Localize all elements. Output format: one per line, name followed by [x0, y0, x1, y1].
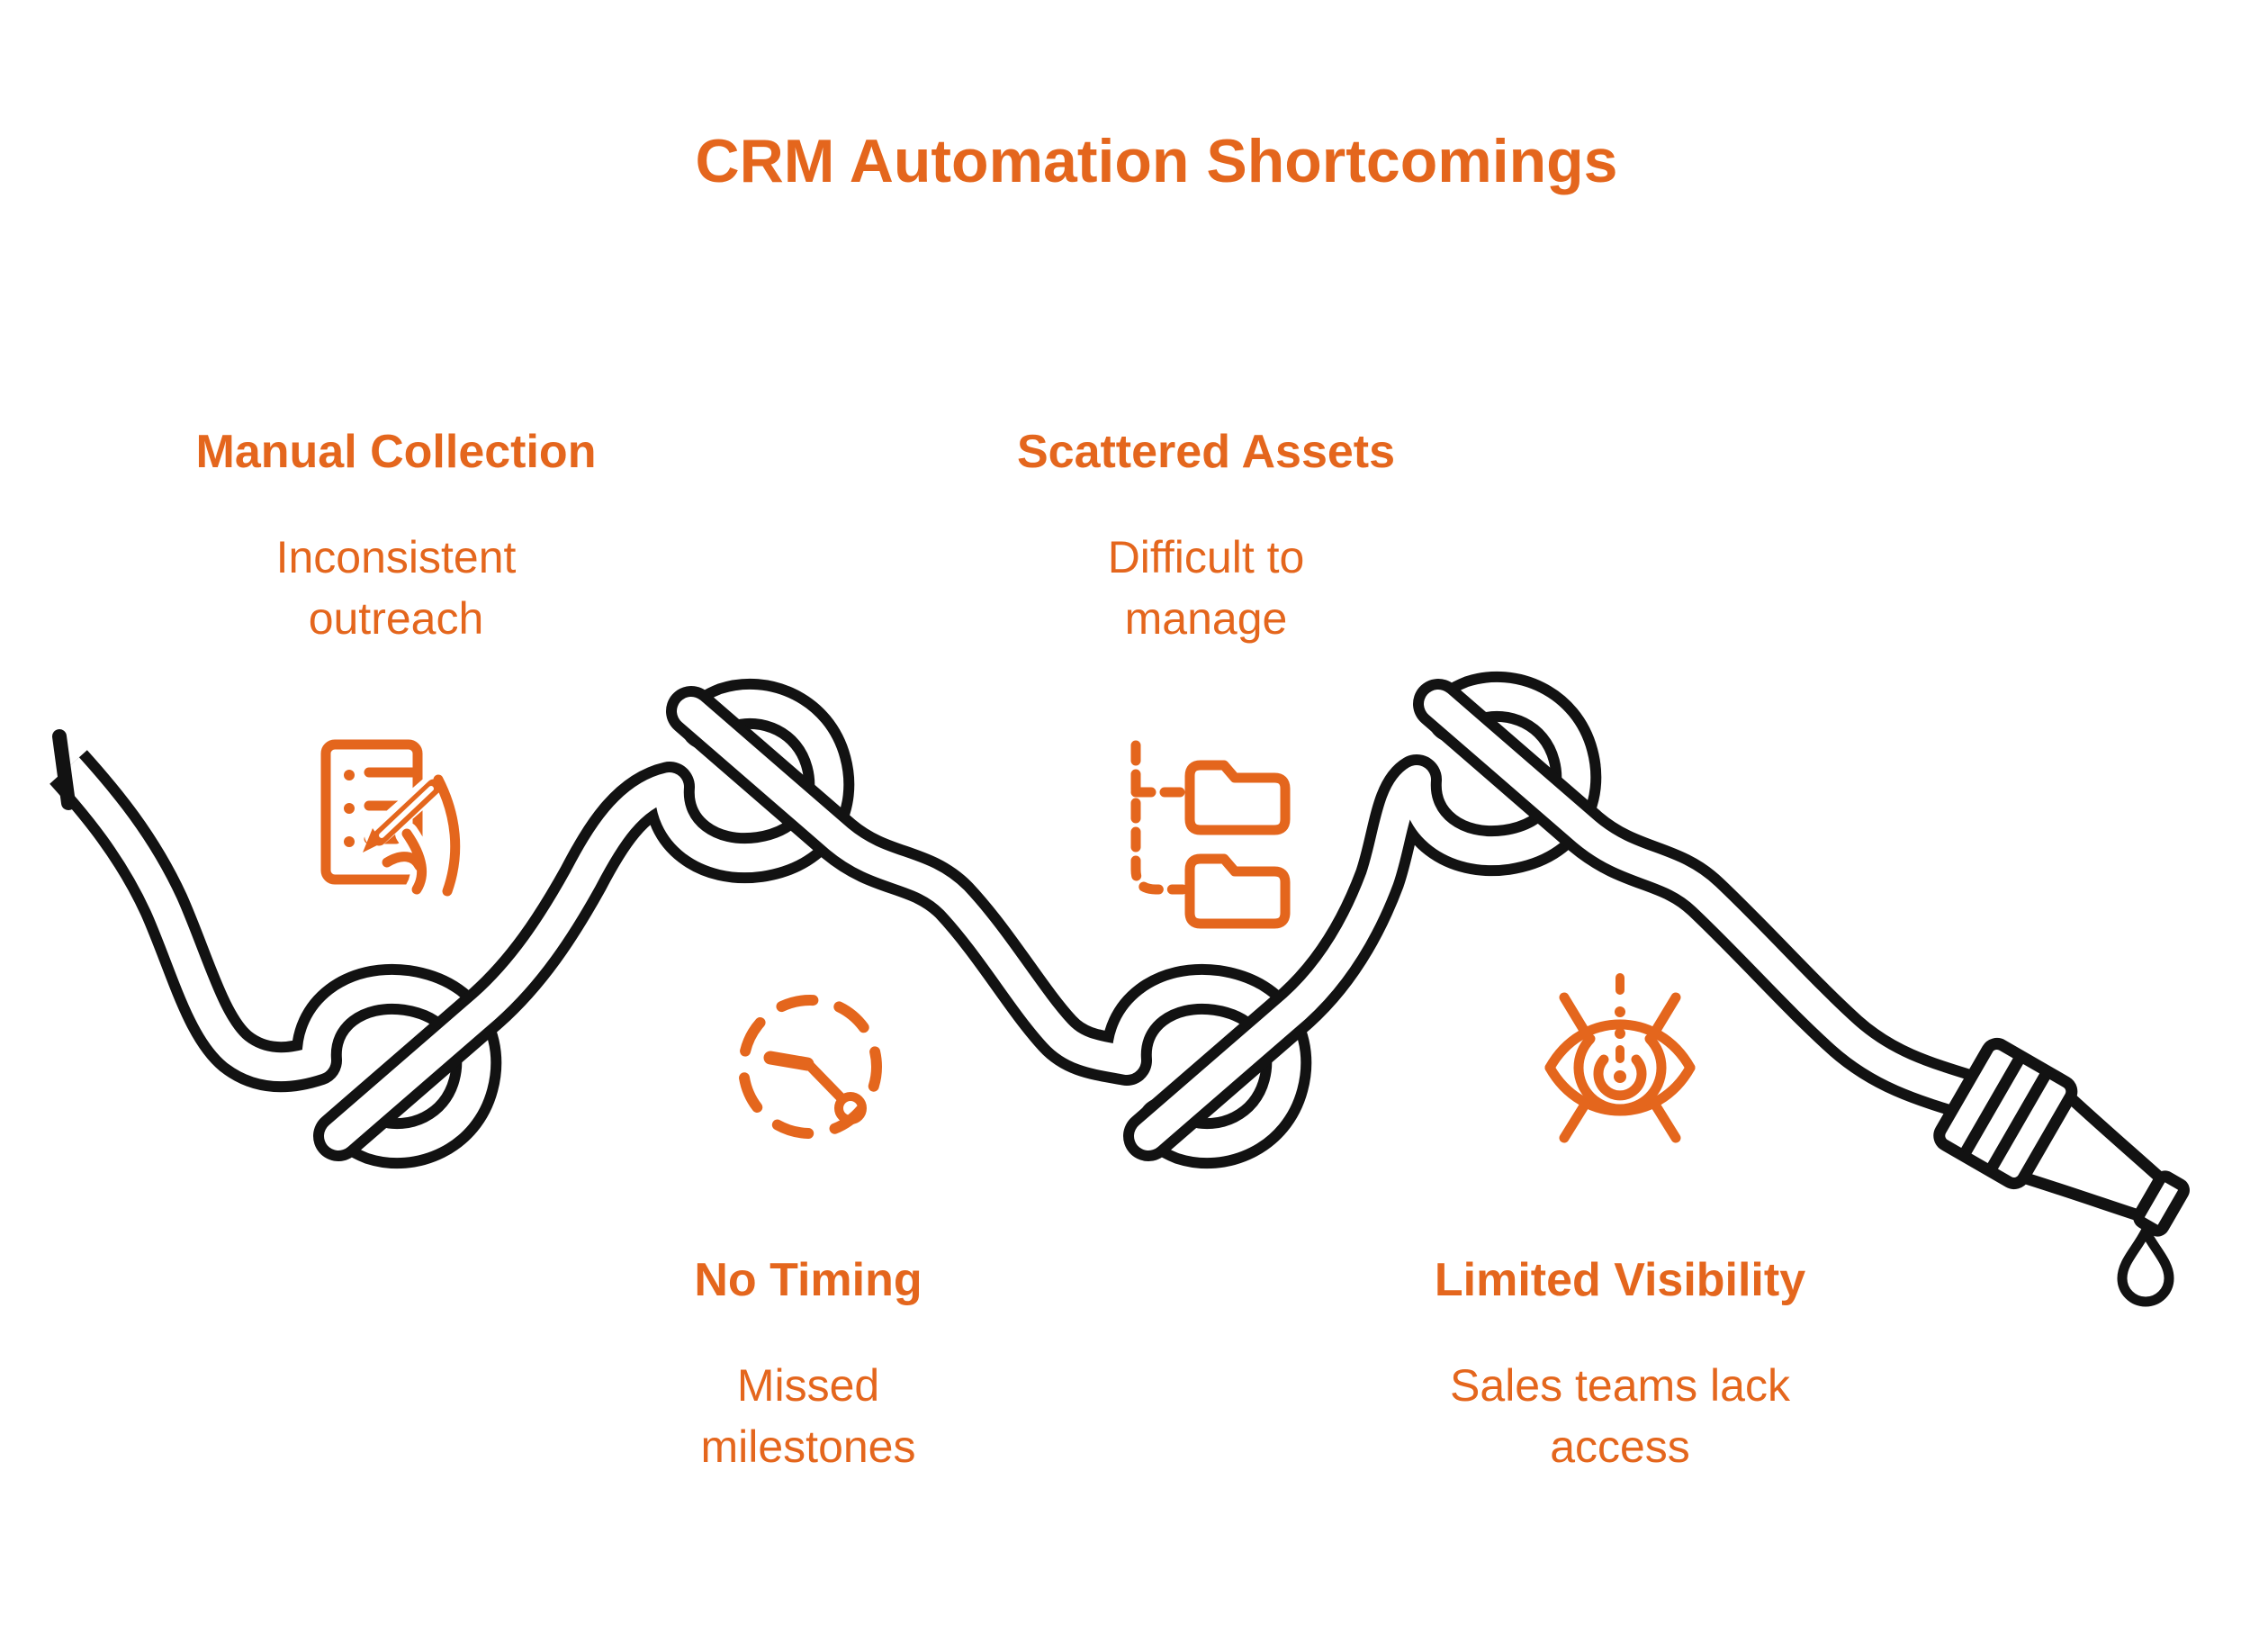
subtitle-line: Inconsistent: [275, 532, 517, 582]
subtitle-line: Difficult to: [1107, 532, 1305, 582]
section-heading-limited-visibility: Limited Visibility: [1434, 1254, 1806, 1306]
checklist-pen-icon: [320, 739, 467, 903]
section-subtitle-manual-collection: Inconsistent outreach: [276, 527, 517, 649]
hose-segment-knot3-to-knot4: [1123, 671, 1602, 1161]
open-hose-end: [52, 729, 76, 810]
hose: [50, 671, 2010, 1169]
hose-segment-knot4-to-nozzle: [1413, 679, 2010, 1125]
subtitle-line: access: [1550, 1421, 1690, 1472]
subtitle-line: Missed: [736, 1360, 880, 1411]
subtitle-line: manage: [1124, 593, 1288, 644]
hose-segment-start-to-knot1: [50, 750, 502, 1169]
nozzle: [1933, 1037, 2190, 1237]
hose-segment-knot1-to-knot2: [313, 678, 855, 1161]
section-heading-no-timing: No Timing: [694, 1254, 922, 1306]
section-subtitle-no-timing: Missed milestones: [701, 1355, 916, 1477]
subtitle-line: Sales teams lack: [1450, 1360, 1790, 1411]
dashed-clock-icon: [738, 995, 882, 1139]
section-subtitle-scattered-assets: Difficult to manage: [1108, 527, 1305, 649]
section-heading-manual-collection: Manual Collection: [195, 426, 597, 478]
hose-segment-knot2-to-knot3: [666, 686, 1312, 1169]
folder-tree-icon: [1130, 740, 1291, 929]
eye-icon: [1544, 973, 1696, 1143]
subtitle-line: milestones: [700, 1421, 916, 1472]
section-subtitle-limited-visibility: Sales teams lack access: [1450, 1355, 1790, 1477]
subtitle-line: outreach: [308, 593, 484, 644]
section-heading-scattered-assets: Scattered Assets: [1016, 426, 1396, 478]
page-title: CRM Automation Shortcomings: [695, 127, 1618, 195]
water-drop-icon: [2117, 1226, 2174, 1307]
